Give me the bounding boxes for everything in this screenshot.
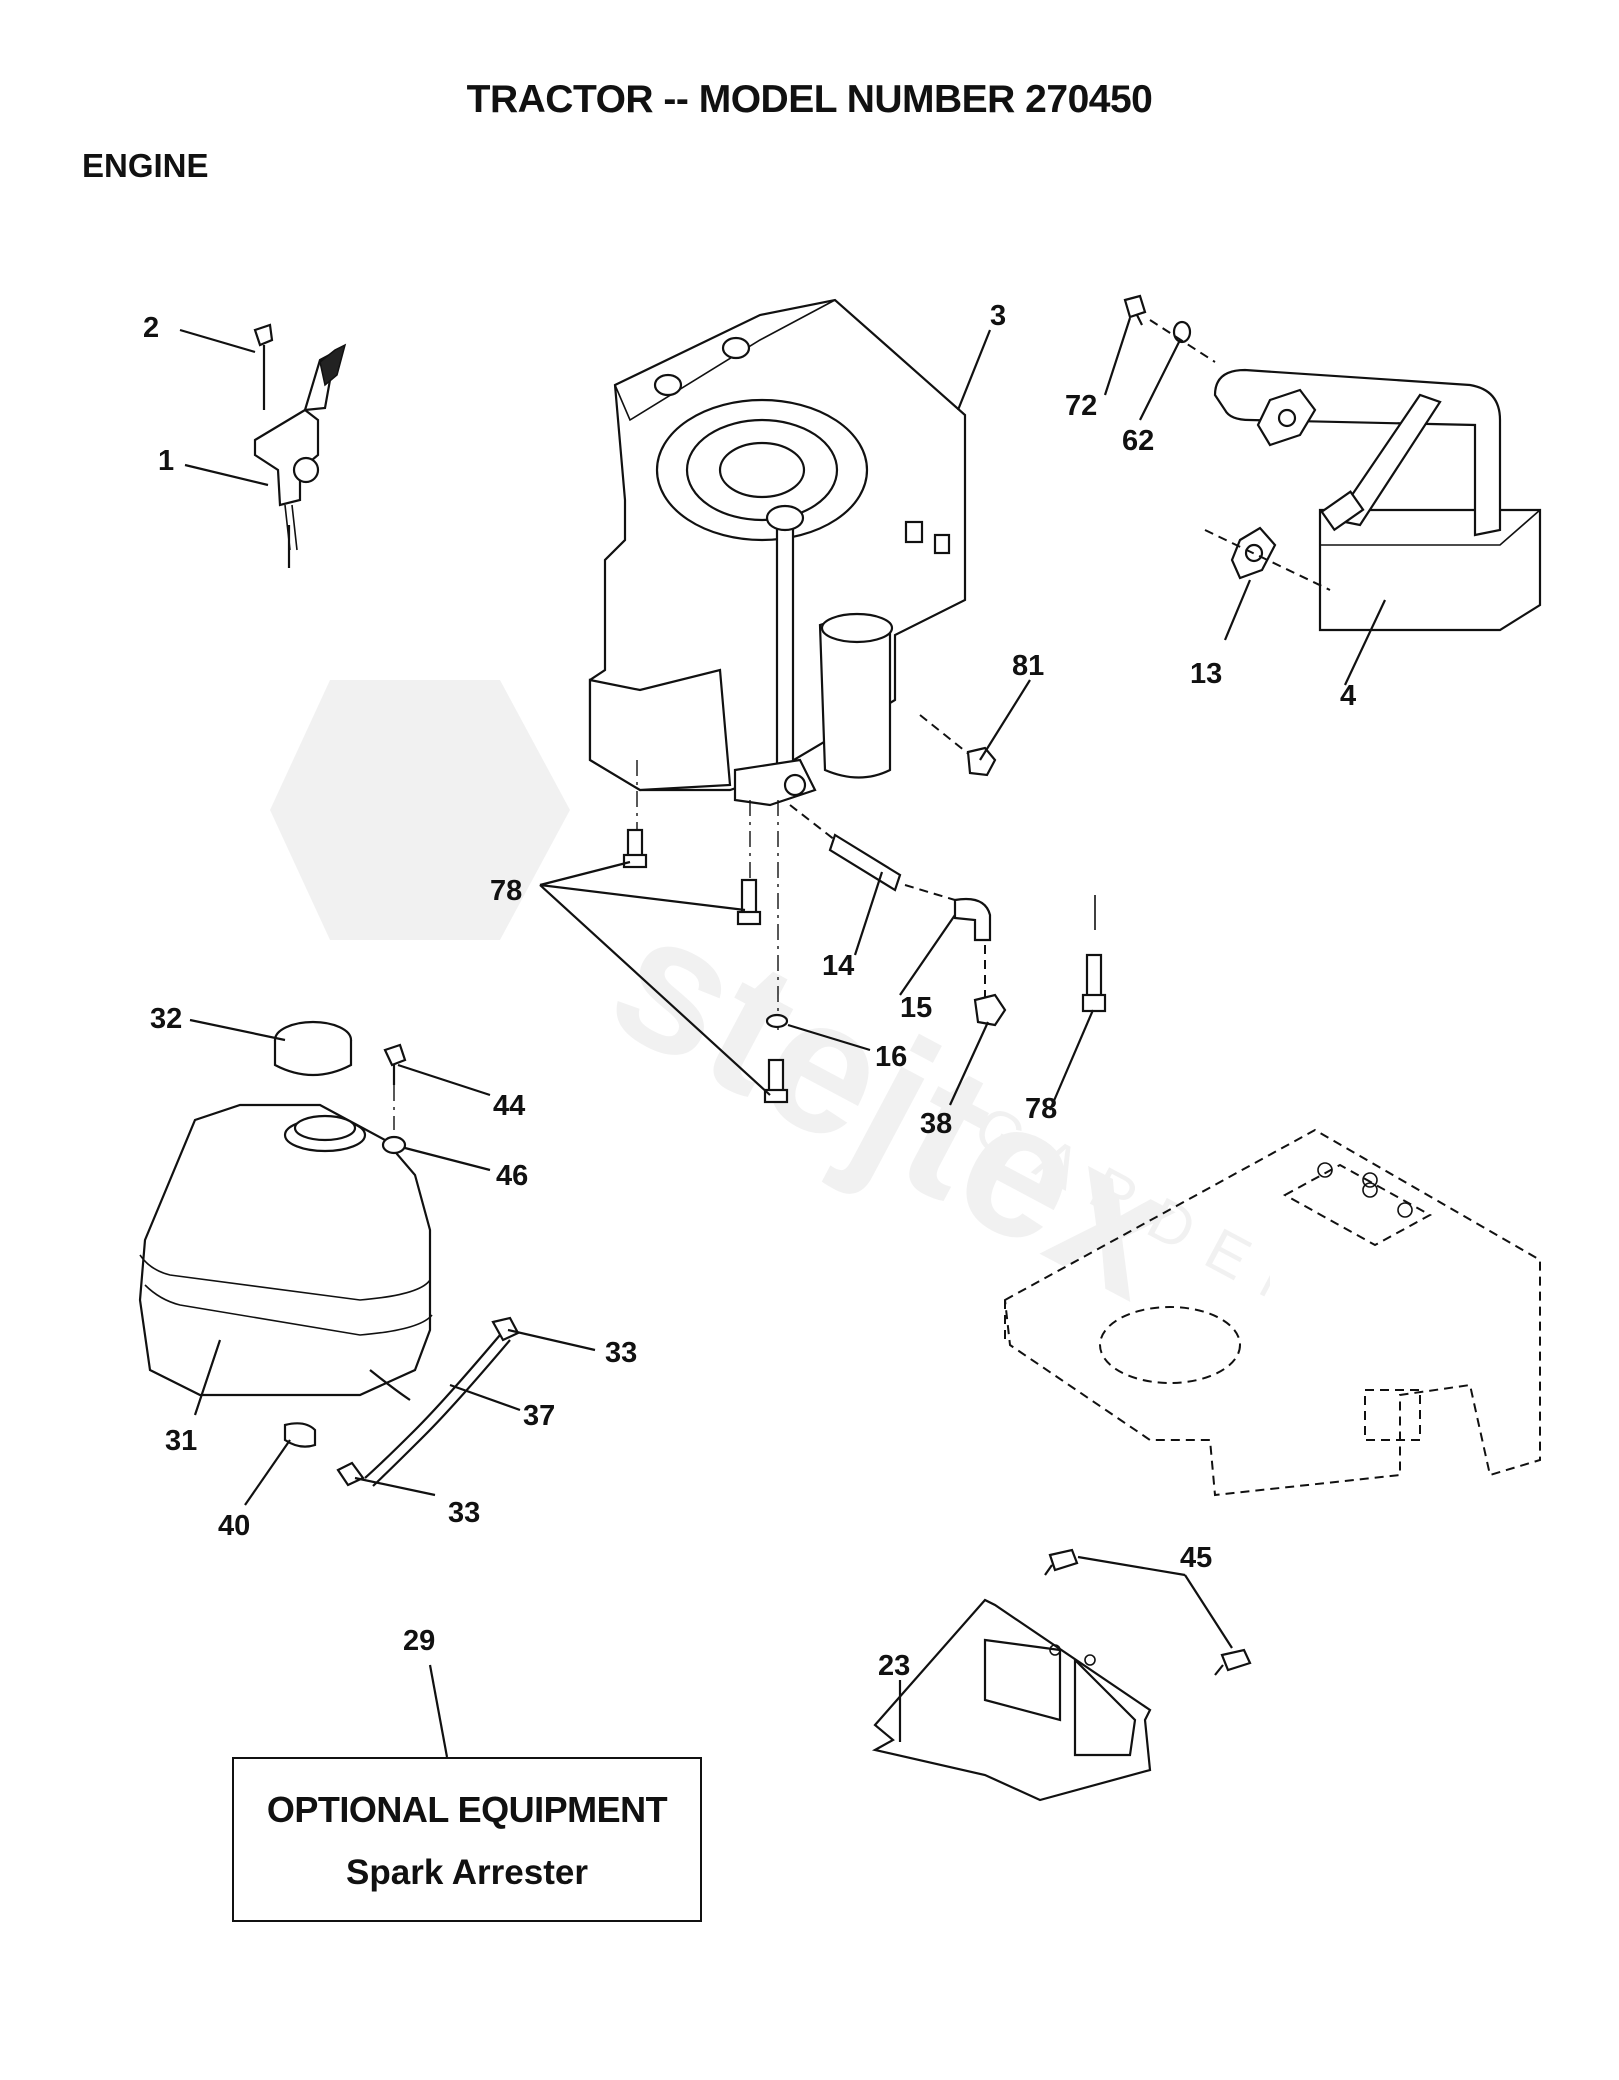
callout-2: 2 (143, 312, 159, 344)
engine-fasteners (622, 714, 1107, 1104)
callout-33a: 33 (605, 1337, 637, 1369)
callout-29: 29 (403, 1625, 435, 1657)
fuel-tank-assembly (138, 1020, 520, 1487)
throttle-control-assembly (253, 323, 347, 568)
callout-15: 15 (900, 992, 932, 1024)
callout-44: 44 (493, 1090, 525, 1122)
callout-1: 1 (158, 445, 174, 477)
callout-33b: 33 (448, 1497, 480, 1529)
callout-46: 46 (496, 1160, 528, 1192)
spark-arrester-label: Spark Arrester (346, 1853, 588, 1892)
page-title: TRACTOR -- MODEL NUMBER 270450 (466, 78, 1153, 121)
leader-lines (179, 317, 1386, 1758)
callout-78b: 78 (1025, 1093, 1057, 1125)
muffler-assembly (1123, 294, 1542, 632)
callout-62: 62 (1122, 425, 1154, 457)
callout-16: 16 (875, 1041, 907, 1073)
callout-78a: 78 (490, 875, 522, 907)
optional-equipment-box: OPTIONAL EQUIPMENT Spark Arrester (232, 1757, 702, 1922)
callout-32: 32 (150, 1003, 182, 1035)
shield-plate (871, 1548, 1252, 1802)
section-heading: ENGINE (82, 147, 209, 184)
callout-40: 40 (218, 1510, 250, 1542)
callout-14: 14 (822, 950, 854, 982)
optional-equipment-heading: OPTIONAL EQUIPMENT (266, 1789, 668, 1830)
callout-72: 72 (1065, 390, 1097, 422)
callout-labels: 2 1 3 72 62 4 13 81 78 14 15 16 38 78 32… (143, 300, 1356, 1682)
callout-45: 45 (1180, 1542, 1212, 1574)
callout-81: 81 (1012, 650, 1044, 682)
callout-38: 38 (920, 1108, 952, 1140)
callout-3: 3 (990, 300, 1006, 332)
callout-31: 31 (165, 1425, 197, 1457)
callout-13: 13 (1190, 658, 1222, 690)
watermark-logo: stejtex GARDEN (270, 680, 1270, 1339)
callout-4: 4 (1340, 680, 1356, 712)
tractor-frame (1003, 1128, 1541, 1497)
callout-37: 37 (523, 1400, 555, 1432)
callout-23: 23 (878, 1650, 910, 1682)
engine-assembly (588, 298, 967, 807)
